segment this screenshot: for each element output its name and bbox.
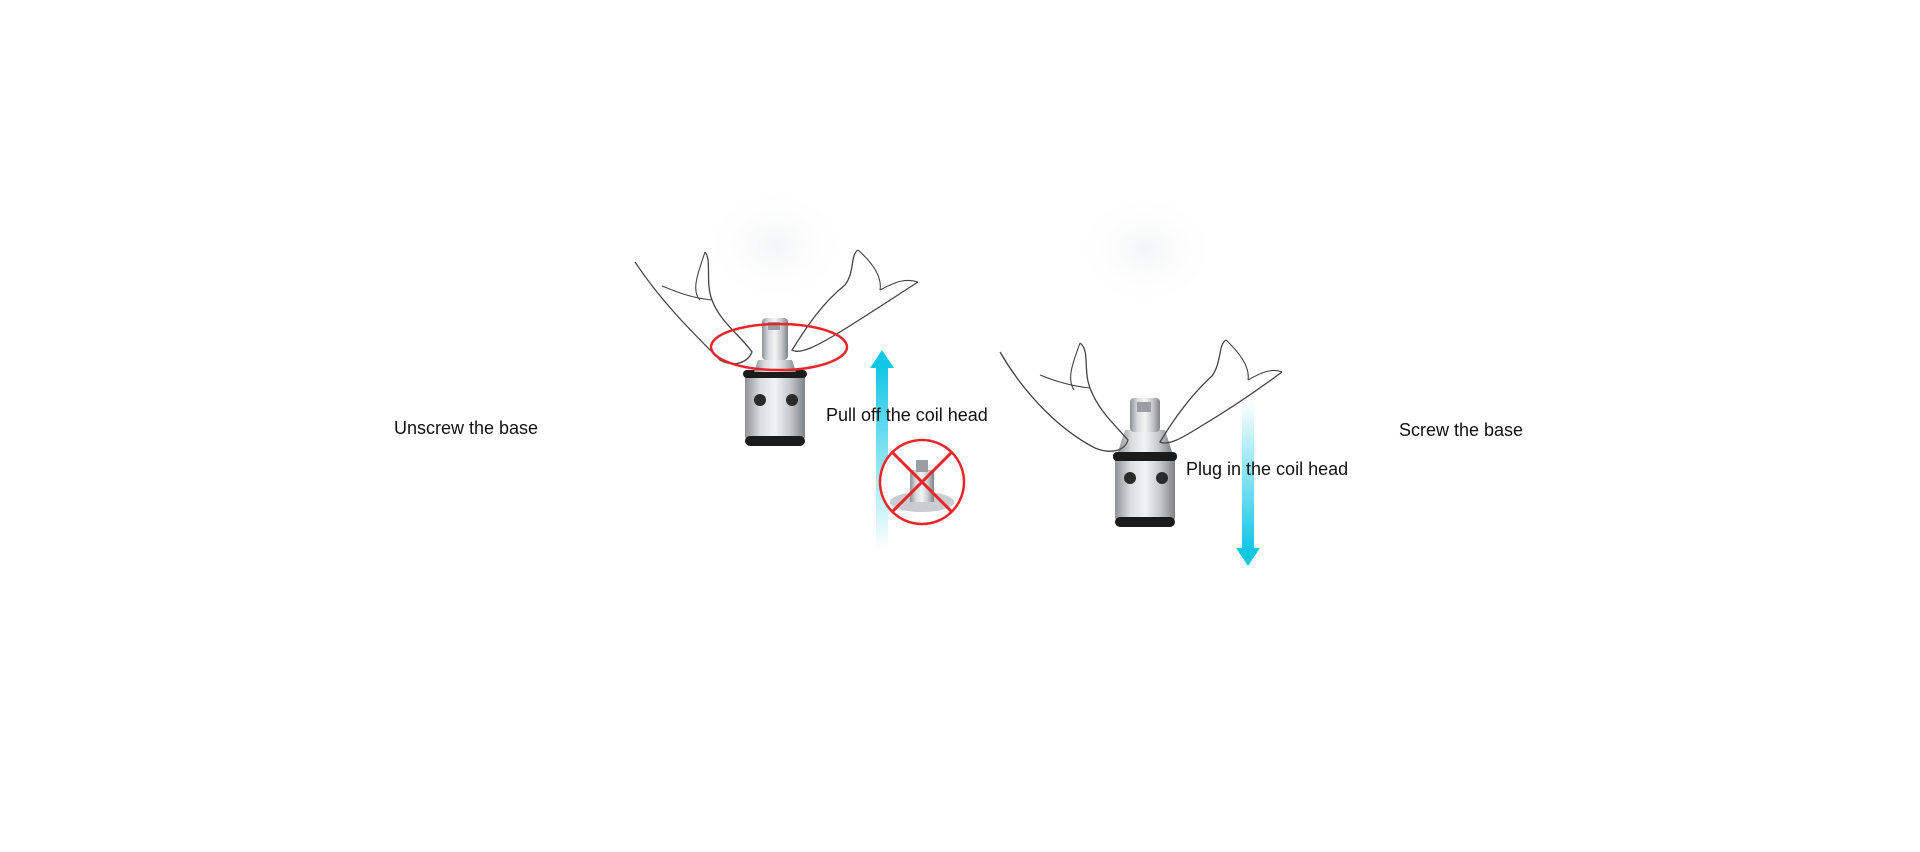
hand-right-icon bbox=[791, 249, 919, 352]
up-arrow-icon bbox=[870, 350, 894, 550]
ghost-tank bbox=[1071, 190, 1221, 310]
pull-off-illustration bbox=[634, 185, 966, 550]
plug-in-illustration bbox=[999, 190, 1283, 566]
step-label-pull-off-coil: Pull off the coil head bbox=[826, 405, 988, 425]
coil-head-icon bbox=[743, 318, 807, 446]
ghost-tank bbox=[700, 185, 850, 305]
ring-highlight bbox=[709, 322, 849, 372]
hand-left-icon bbox=[999, 342, 1129, 452]
step-label-plug-in-coil: Plug in the coil head bbox=[1186, 459, 1349, 479]
hand-right-icon bbox=[1159, 339, 1283, 444]
coil-head-icon bbox=[1113, 398, 1177, 527]
prohibited-icon bbox=[878, 438, 966, 526]
down-arrow-icon bbox=[1236, 400, 1260, 566]
hand-left-icon bbox=[634, 251, 753, 365]
step-label-screw-base: Screw the base bbox=[1399, 420, 1524, 440]
step-label-unscrew-base: Unscrew the base bbox=[394, 418, 539, 438]
